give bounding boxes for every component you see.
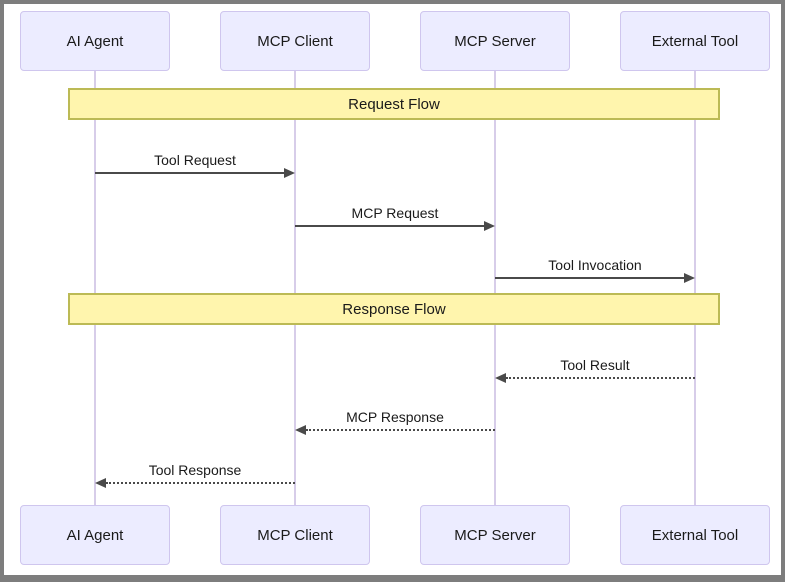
actor-label: External Tool [651,526,739,544]
actor-label: MCP Client [257,32,333,50]
message-label-mcp-request: MCP Request [351,205,439,221]
arrowhead-right-icon [484,221,495,231]
actor-top-external-tool: External Tool [620,11,770,71]
arrowhead-left-icon [295,425,306,435]
message-label-tool-result: Tool Result [560,357,630,373]
actor-bottom-external-tool: External Tool [620,505,770,565]
message-label-tool-invocation: Tool Invocation [548,257,642,273]
actor-bottom-ai-agent: AI Agent [20,505,170,565]
message-line-tool-result [506,377,695,379]
lifeline-mcp-client [294,71,296,505]
message-label-mcp-response: MCP Response [346,409,444,425]
lifeline-ai-agent [94,71,96,505]
message-line-tool-request [95,172,284,174]
actor-label: AI Agent [66,526,124,544]
actor-bottom-mcp-server: MCP Server [420,505,570,565]
actor-label: MCP Server [454,32,536,50]
message-line-tool-invocation [495,277,684,279]
actor-top-ai-agent: AI Agent [20,11,170,71]
message-line-tool-response [106,482,295,484]
note-label: Request Flow [348,95,440,113]
actor-label: MCP Client [257,526,333,544]
arrowhead-left-icon [495,373,506,383]
message-label-tool-request: Tool Request [154,152,236,168]
actor-label: External Tool [651,32,739,50]
message-line-mcp-request [295,225,484,227]
lifeline-external-tool [694,71,696,505]
message-label-tool-response: Tool Response [148,462,242,478]
actor-top-mcp-server: MCP Server [420,11,570,71]
note-response-flow: Response Flow [68,293,720,325]
arrowhead-left-icon [95,478,106,488]
arrowhead-right-icon [284,168,295,178]
note-request-flow: Request Flow [68,88,720,120]
actor-bottom-mcp-client: MCP Client [220,505,370,565]
lifeline-mcp-server [494,71,496,505]
arrowhead-right-icon [684,273,695,283]
message-line-mcp-response [306,429,495,431]
note-label: Response Flow [342,300,446,318]
actor-label: AI Agent [66,32,124,50]
actor-label: MCP Server [454,526,536,544]
actor-top-mcp-client: MCP Client [220,11,370,71]
